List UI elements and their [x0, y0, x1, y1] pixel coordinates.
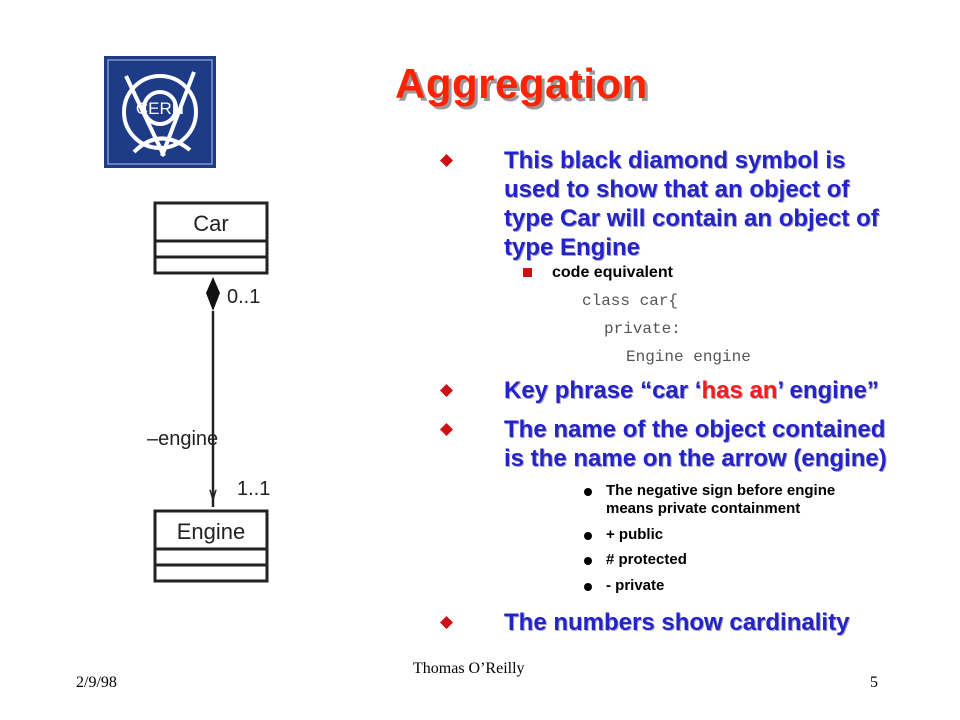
- uml-diagram: Car 0..1 –engine ∨ 1..1 Engine: [147, 201, 270, 583]
- dot-bullet-icon: [584, 532, 592, 540]
- slide-title: Aggregation: [395, 60, 648, 107]
- bullet-line: used to show that an object of: [504, 176, 850, 203]
- sub-bullet-text: code equivalent: [552, 264, 673, 281]
- bullet-text: Key phrase “car ‘has an’ engine”: [504, 376, 879, 405]
- dot-bullet-icon: [584, 557, 592, 565]
- bullet-line: type Car will contain an object of: [504, 205, 879, 232]
- code-line: Engine engine: [626, 348, 751, 366]
- bullet-text: The name of the object contained is the …: [504, 415, 887, 473]
- footer-author: Thomas O’Reilly: [413, 660, 525, 677]
- bullet-line: is the name on the arrow (engine): [504, 445, 887, 472]
- bullet-line: This black diamond symbol is: [504, 147, 846, 174]
- car-class-name: Car: [193, 211, 228, 236]
- multiplicity-top: 0..1: [227, 286, 260, 308]
- code-line: class car{: [582, 292, 679, 310]
- aggregation-diamond: [206, 277, 220, 311]
- key-phrase-highlight: has an: [701, 377, 778, 404]
- engine-class-box: Engine: [153, 509, 269, 583]
- level3-text: + public: [606, 526, 664, 543]
- level3-line: means private containment: [606, 500, 801, 517]
- diamond-bullet-icon: [440, 154, 453, 167]
- logo-text: CERN: [136, 99, 184, 118]
- footer-date: 2/9/98: [76, 674, 117, 691]
- engine-class-name: Engine: [177, 519, 246, 544]
- square-bullet-icon: [523, 268, 532, 277]
- cern-logo: CERN: [104, 56, 216, 168]
- diamond-bullet-icon: [440, 616, 453, 629]
- level3-text: The negative sign before engine means pr…: [606, 482, 835, 518]
- car-class-box: Car: [153, 201, 269, 275]
- role-name: –engine: [147, 428, 218, 450]
- level3-text: # protected: [606, 551, 687, 568]
- cern-logo-graphic: CERN: [107, 59, 213, 165]
- key-phrase-prefix: Key phrase “car ‘: [504, 377, 702, 404]
- footer-page-number: 5: [870, 674, 878, 691]
- level3-line: The negative sign before engine: [606, 482, 836, 499]
- dot-bullet-icon: [584, 488, 592, 496]
- bullet-text: The numbers show cardinality: [504, 609, 850, 636]
- diamond-bullet-icon: [440, 423, 453, 436]
- code-line: private:: [604, 320, 681, 338]
- multiplicity-bottom: 1..1: [237, 478, 270, 500]
- diamond-bullet-icon: [440, 384, 453, 397]
- dot-bullet-icon: [584, 583, 592, 591]
- key-phrase-suffix: ’ engine”: [777, 377, 879, 404]
- bullet-line: The name of the object contained: [504, 416, 886, 443]
- bullet-text: This black diamond symbol is used to sho…: [504, 146, 879, 262]
- arrowhead: ∨: [207, 486, 219, 503]
- bullet-line: type Engine: [504, 234, 641, 261]
- level3-text: - private: [606, 577, 665, 594]
